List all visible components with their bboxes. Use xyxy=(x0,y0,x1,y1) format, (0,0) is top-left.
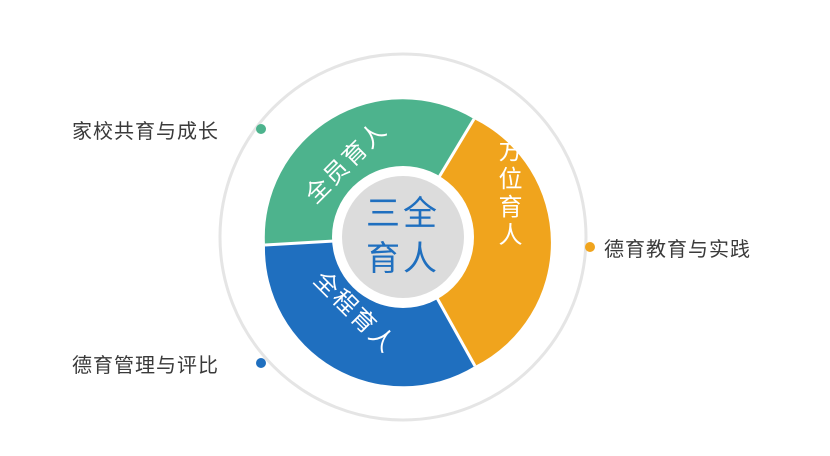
callout-top-left: 家校共育与成长 xyxy=(72,119,219,143)
callout-dot-top-left xyxy=(256,124,266,134)
callout-bottom-left: 德育管理与评比 xyxy=(72,353,219,377)
segment-label-orange: 全方位育人 xyxy=(494,110,522,250)
segment-green xyxy=(264,99,474,245)
callout-right: 德育教育与实践 xyxy=(604,237,751,261)
center-disc xyxy=(342,176,464,298)
callout-dot-right xyxy=(585,242,595,252)
outer-ring xyxy=(218,52,588,422)
callout-dot-bottom-left xyxy=(256,358,266,368)
center-title-line2: 育人 xyxy=(366,239,440,279)
center-title-line1: 三全 xyxy=(366,194,440,234)
